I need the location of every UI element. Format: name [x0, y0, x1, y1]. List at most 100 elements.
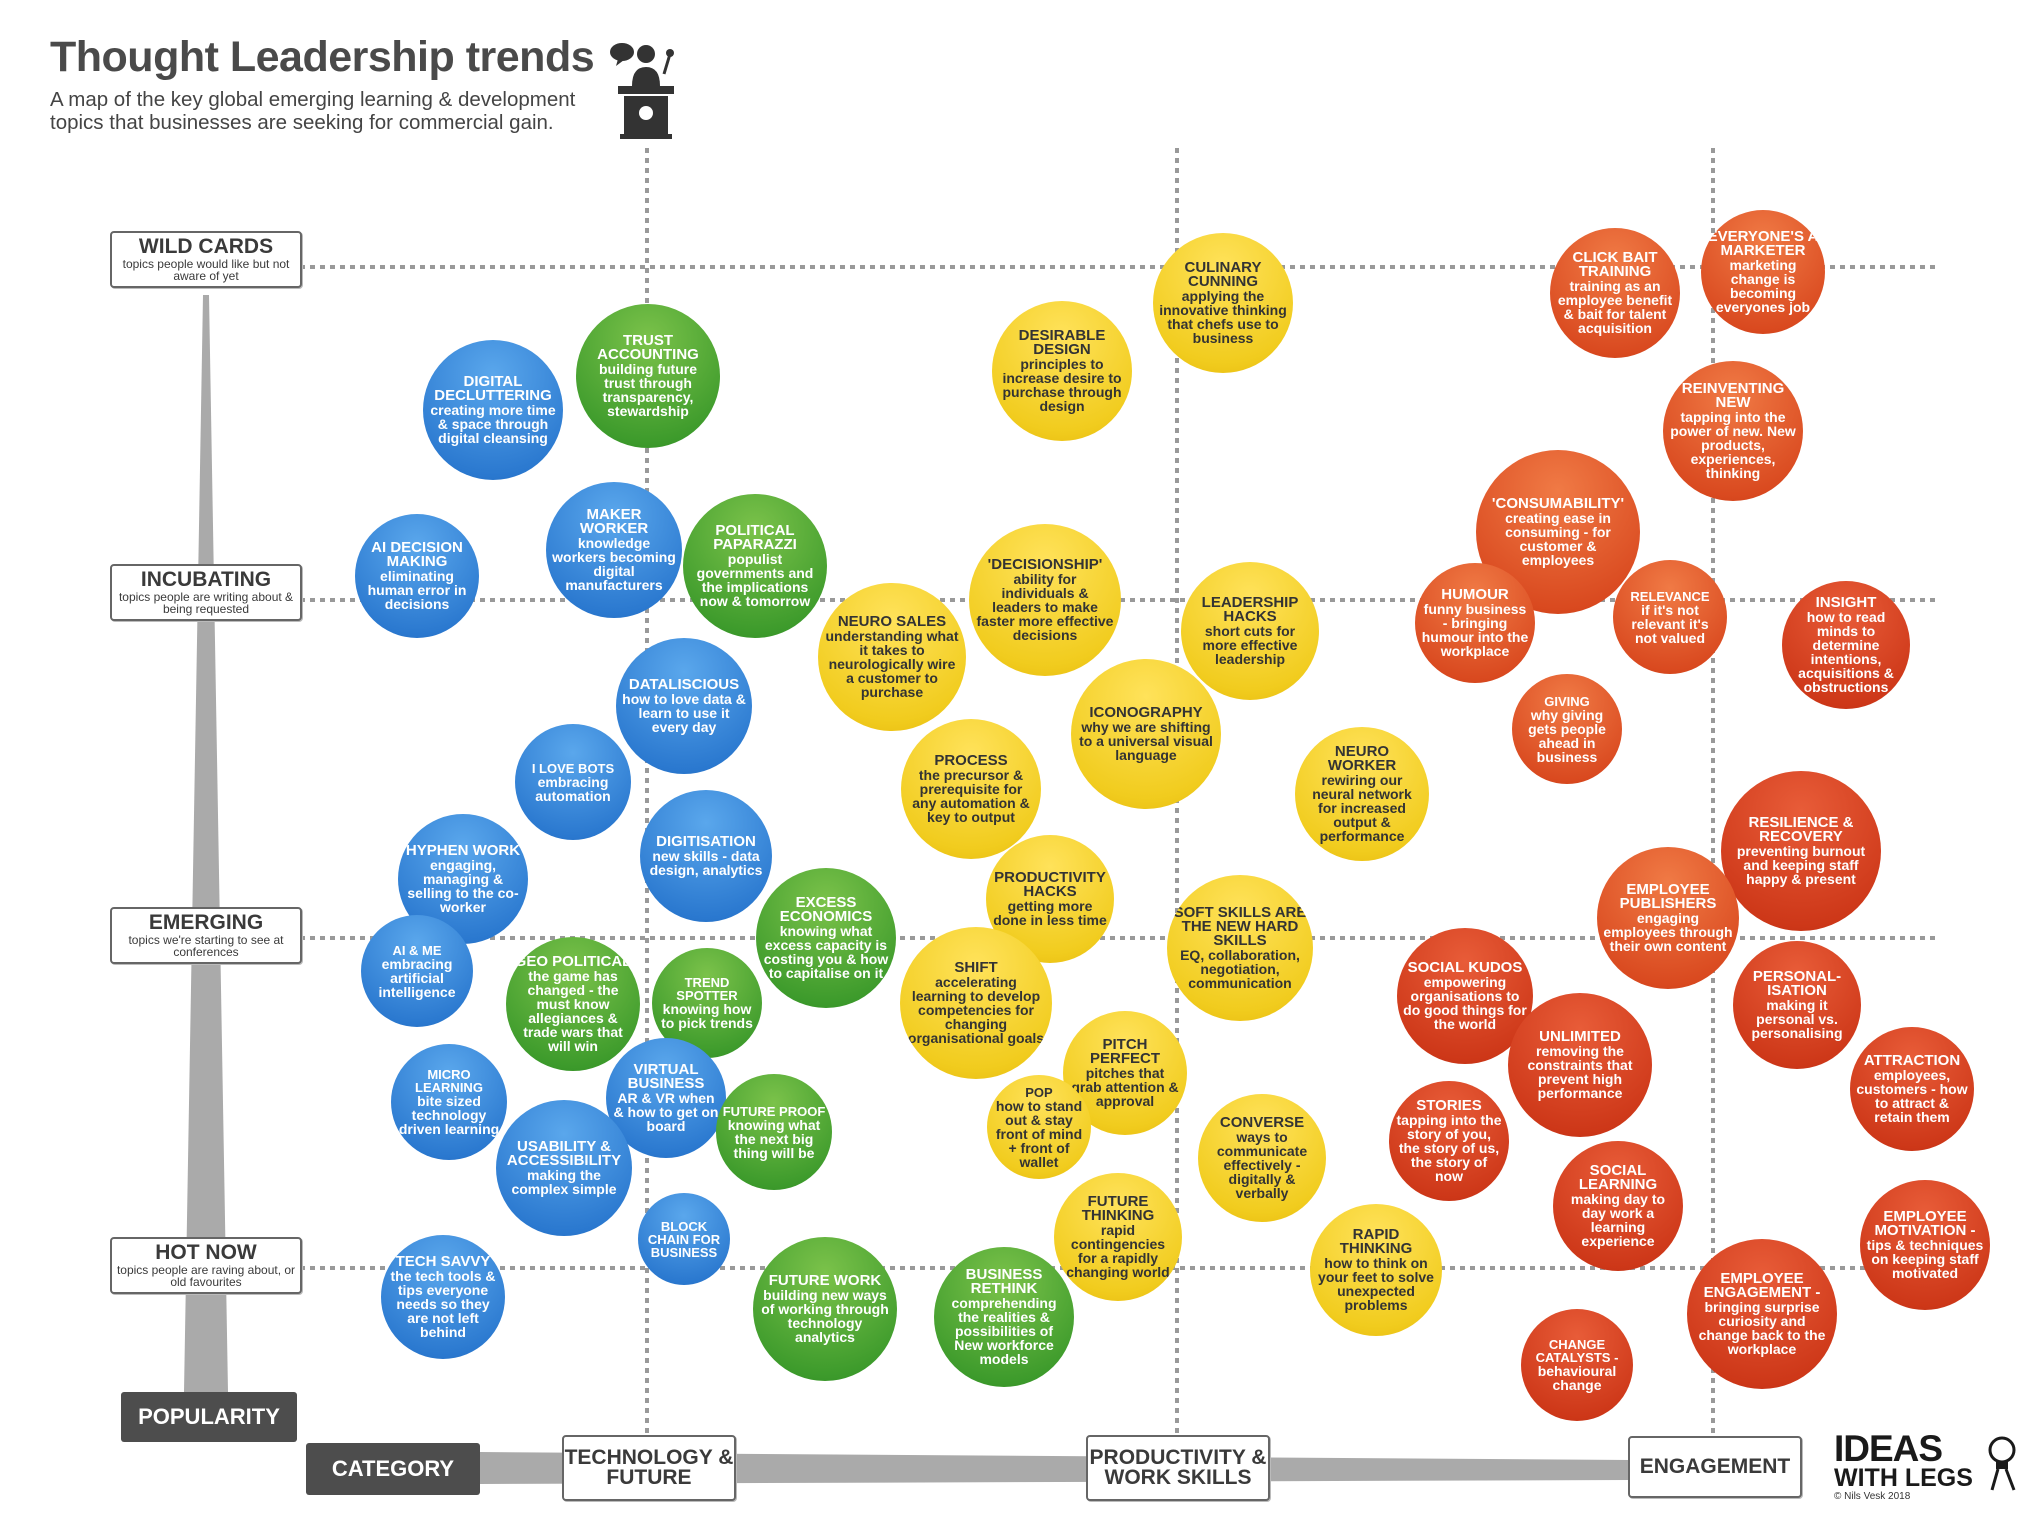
topic-title: SOCIAL KUDOS — [1407, 959, 1523, 976]
row-name: INCUBATING — [140, 568, 272, 591]
topic-description: knowing what excess capacity is costing … — [763, 923, 889, 981]
topic-bubble-change-catalysts: CHANGE CATALYSTS -behavioural change — [1521, 1309, 1633, 1421]
topic-description: why we are shifting to a universal visua… — [1079, 719, 1213, 763]
brand-line-2: WITH LEGS — [1834, 1464, 1973, 1492]
topic-title: NEURO SALES — [837, 613, 947, 630]
topic-title: CULINARY CUNNING — [1184, 259, 1262, 290]
topic-description: making the complex simple — [511, 1167, 617, 1197]
topic-description: new skills - data design, analytics — [649, 848, 763, 878]
podium-speaker-icon — [610, 43, 674, 139]
topic-title: PITCH PERFECT — [1089, 1036, 1160, 1067]
topic-description: creating more time & space through digit… — [430, 402, 556, 446]
topic-description: the precursor & prerequisite for any aut… — [912, 767, 1030, 825]
topic-description: marketing change is becoming everyones j… — [1715, 257, 1811, 315]
topic-description: embracing automation — [535, 773, 611, 804]
topic-bubble-decisionship: 'DECISIONSHIP'ability for individuals & … — [969, 524, 1121, 676]
lightbulb-icon — [1988, 1436, 2016, 1491]
topic-description: removing the constraints that prevent hi… — [1527, 1043, 1633, 1101]
brand-logo: IDEAS WITH LEGS © Nils Vesk 2018 — [1834, 1428, 2024, 1512]
topic-title: DIGITAL DECLUTTERING — [434, 373, 552, 404]
topic-description: empowering organisations to do good thin… — [1403, 974, 1527, 1032]
topic-title: UNLIMITED — [1539, 1028, 1621, 1045]
topic-description: making it personal vs. personalising — [1751, 997, 1843, 1041]
topic-title: STORIES — [1416, 1097, 1482, 1114]
topic-title: CHANGE CATALYSTS - — [1535, 1337, 1619, 1365]
topic-description: tapping into the power of new. New produ… — [1670, 409, 1796, 481]
column-label-productivity-work-skills: PRODUCTIVITY & WORK SKILLS — [1086, 1435, 1270, 1501]
topic-title: AI DECISION MAKING — [371, 539, 463, 570]
brand-line-1: IDEAS — [1834, 1428, 1943, 1469]
topic-title: PROCESS — [934, 752, 1008, 769]
page-subtitle: A map of the key global emerging learnin… — [50, 88, 576, 134]
topic-description: accelerating learning to develop compete… — [907, 974, 1045, 1046]
topic-description: principles to increase desire to purchas… — [1002, 356, 1122, 414]
row-label-incubating: INCUBATING topics people are writing abo… — [110, 564, 302, 621]
topic-title: SHIFT — [954, 959, 998, 976]
topic-title: SOFT SKILLS ARE THE NEW HARD SKILLS — [1173, 904, 1307, 949]
topic-description: why giving gets people ahead in business — [1528, 706, 1606, 765]
topic-description: making day to day work a learning experi… — [1570, 1191, 1666, 1249]
topic-title: PRODUCTIVITY HACKS — [994, 869, 1106, 900]
topic-description: engaging employees through their own con… — [1603, 910, 1733, 954]
row-label-wild-cards: WILD CARDS topics people would like but … — [110, 231, 302, 288]
row-label-emerging: EMERGING topics we're starting to see at… — [110, 907, 302, 964]
topic-description: tips & techniques on keeping staff motiv… — [1866, 1237, 1984, 1281]
topic-title: TREND SPOTTER — [676, 975, 738, 1003]
topic-title: INSIGHT — [1815, 594, 1877, 611]
column-label-technology-future: TECHNOLOGY & FUTURE — [562, 1435, 736, 1501]
topic-description: short cuts for more effective leadership — [1202, 623, 1298, 667]
brand-copyright: © Nils Vesk 2018 — [1834, 1491, 1911, 1502]
topic-description: ways to communicate effectively - digita… — [1216, 1129, 1308, 1201]
topic-title: FUTURE THINKING — [1081, 1193, 1155, 1224]
topic-title: POLITICAL PAPARAZZI — [713, 522, 797, 553]
topic-description: how to love data & learn to use it every… — [622, 691, 746, 735]
topic-description: the game has changed - the must know all… — [523, 968, 623, 1054]
topic-bubble-employee-engagement: EMPLOYEE ENGAGEMENT -bringing surprise c… — [1687, 1239, 1837, 1389]
topic-description: embracing artificial intelligence — [378, 955, 456, 1000]
topic-description: knowledge workers becoming digital manuf… — [552, 535, 676, 593]
topic-bubble-employee-motivation: EMPLOYEE MOTIVATION -tips & techniques o… — [1860, 1180, 1990, 1310]
topic-title: USABILITY & ACCESSIBILITY — [506, 1138, 622, 1169]
topic-title: I LOVE BOTS — [531, 760, 615, 776]
row-description: topics people are raving about, or old f… — [116, 1263, 296, 1289]
row-name: WILD CARDS — [138, 235, 274, 258]
topic-title: DIGITISATION — [656, 833, 756, 850]
topic-title: CLICK BAIT TRAINING — [1572, 249, 1658, 280]
topic-title: DATALISCIOUS — [628, 676, 740, 693]
topic-title: GIVING — [1544, 693, 1590, 709]
topic-title: REINVENTING NEW — [1681, 380, 1785, 411]
topic-title: SOCIAL LEARNING — [1578, 1162, 1658, 1193]
topic-description: if it's not relevant it's not valued — [1631, 601, 1709, 646]
topic-description: rapid contingencies for a rapidly changi… — [1066, 1222, 1170, 1280]
topic-description: eliminating human error in decisions — [367, 568, 467, 612]
topic-title: BUSINESS RETHINK — [965, 1266, 1043, 1297]
popularity-axis-label: POPULARITY — [121, 1392, 297, 1442]
topic-title: ICONOGRAPHY — [1089, 704, 1203, 721]
